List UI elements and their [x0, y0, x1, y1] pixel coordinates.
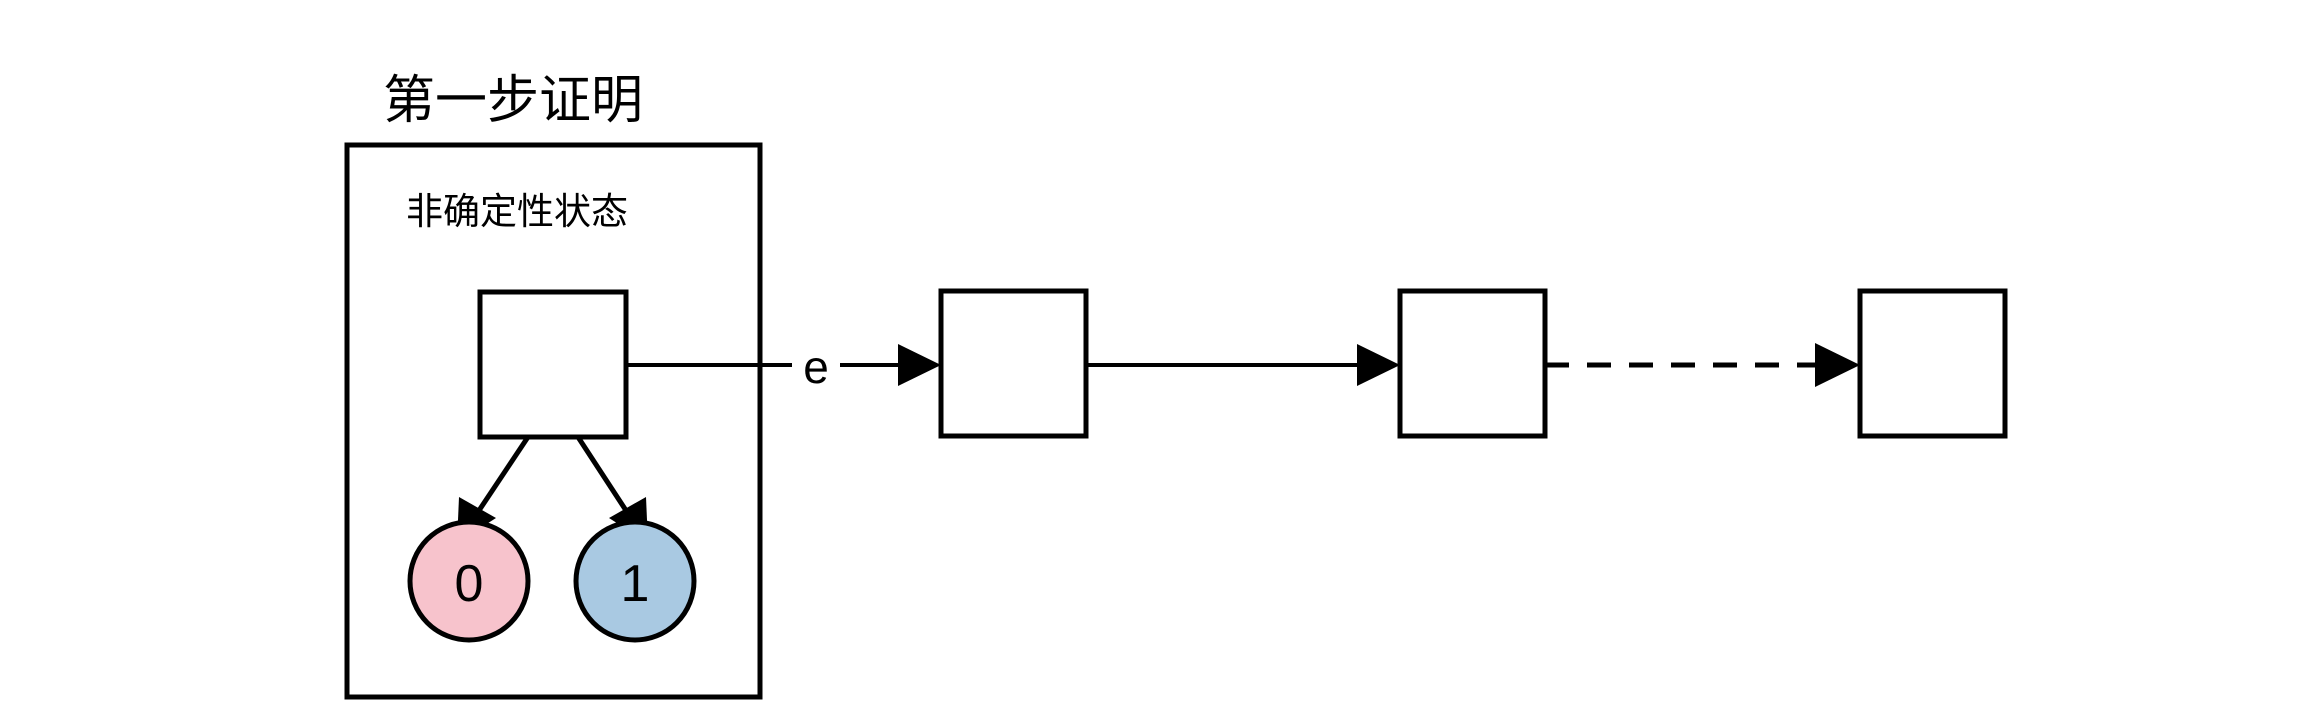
branch-node-one-circle[interactable] — [573, 519, 697, 643]
edge-chain-3-to-chain-4-arrowhead — [1815, 343, 1860, 387]
branch-node-zero-label: 0 — [455, 555, 484, 613]
edge-label-e: e — [803, 341, 829, 393]
chain-node-3[interactable] — [1397, 288, 1548, 439]
nondeterministic-group-label: 非确定性状态 — [406, 190, 628, 233]
chain-node-2[interactable] — [938, 288, 1089, 439]
branch-node-one-label: 1 — [621, 555, 650, 613]
branch-node-zero[interactable]: 0 — [407, 519, 531, 643]
edge-chain-3-to-chain-4 — [1545, 343, 1860, 387]
edge-source-to-chain-2: e — [626, 341, 941, 393]
edge-chain-2-to-chain-3 — [1086, 344, 1400, 386]
branch-node-one[interactable]: 1 — [573, 519, 697, 643]
nondeterministic-source-node[interactable] — [477, 289, 629, 440]
diagram-title: 第一步证明 — [383, 71, 643, 131]
branch-node-zero-circle[interactable] — [407, 519, 531, 643]
edge-source-to-chain-2-arrowhead — [898, 344, 941, 386]
chain-node-4[interactable] — [1857, 288, 2008, 439]
edge-chain-2-to-chain-3-arrowhead — [1357, 344, 1400, 386]
nondeterministic-group-frame — [344, 142, 763, 700]
